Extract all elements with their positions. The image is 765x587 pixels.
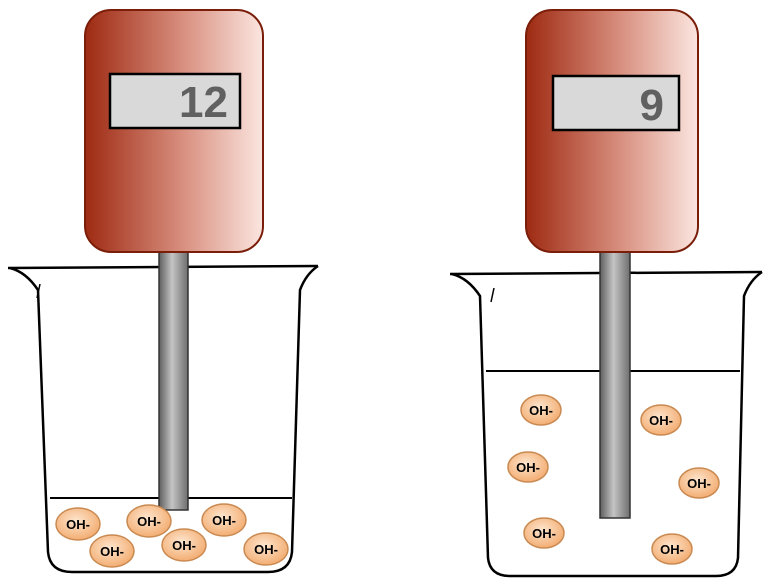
ion-left-5: OH- [161,528,207,562]
ion-label: OH- [687,476,711,491]
ion-label: OH- [529,403,553,418]
ion-label: OH- [100,544,124,559]
ion-left-1: OH- [55,507,101,541]
ion-left-6: OH- [243,532,289,566]
ion-label: OH- [66,517,90,532]
ph-meter-right: 9 [525,9,699,253]
ion-right-1: OH- [520,394,562,426]
ion-left-2: OH- [126,504,172,538]
ion-right-2: OH- [640,404,682,436]
ion-label: OH- [212,513,236,528]
ion-right-4: OH- [678,467,720,499]
probe-left [158,251,189,511]
ion-right-3: OH- [507,451,549,483]
ion-left-4: OH- [89,534,135,568]
ion-right-5: OH- [523,517,565,549]
ion-right-6: OH- [651,533,693,565]
ph-meter-left: 12 [84,9,264,253]
ion-label: OH- [532,526,556,541]
meter-setup-left: 12 OH- OH- OH- OH- OH- [7,9,319,574]
meter-display-left [108,72,242,130]
meter-display-right [551,74,681,132]
hydroxide-ions-left: OH- OH- OH- OH- OH- OH- [55,503,289,568]
ion-label: OH- [516,460,540,475]
ion-left-3: OH- [201,503,247,537]
hydroxide-ions-right: OH- OH- OH- OH- OH- OH- [507,394,720,565]
ion-label: OH- [254,542,278,557]
meter-setup-right: 9 OH- OH- OH- OH- OH- [449,9,763,578]
ion-label: OH- [172,538,196,553]
probe-right [599,251,631,519]
ph-reading-right: 9 [640,81,664,130]
ion-label: OH- [649,413,673,428]
ion-label: OH- [660,542,684,557]
ph-reading-left: 12 [179,78,228,127]
ion-label: OH- [137,514,161,529]
